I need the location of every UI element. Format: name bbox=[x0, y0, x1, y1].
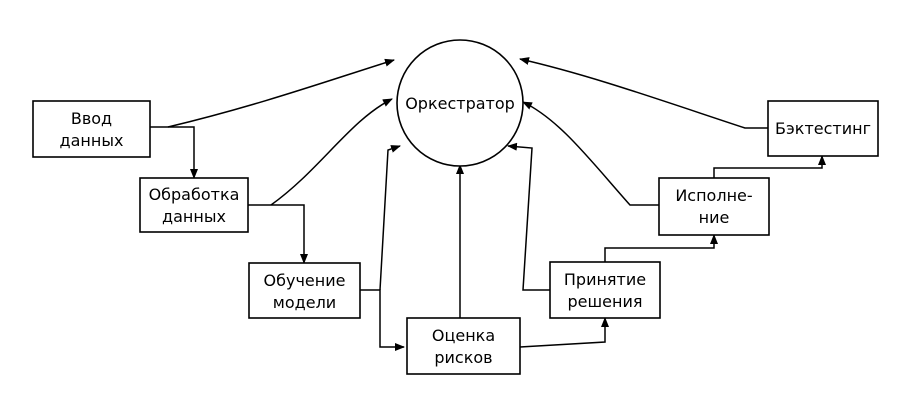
node-execution-box bbox=[658, 177, 770, 236]
edge-input-to-processing bbox=[150, 126, 198, 179]
node-training-label-line-1: Обучение bbox=[264, 271, 346, 290]
node-execution-label-line-2: ние bbox=[699, 208, 730, 227]
edge-execution-to-backtest bbox=[713, 155, 826, 178]
node-execution-label-line-1: Исполне- bbox=[675, 186, 752, 205]
edge-processing-to-training bbox=[248, 204, 308, 264]
edge-training-to-risk bbox=[360, 289, 405, 351]
node-decision: Принятие решения bbox=[549, 261, 661, 319]
edge-decision-to-orchestrator bbox=[507, 142, 550, 291]
node-risk: Оценка рисков bbox=[406, 317, 521, 375]
node-risk-label-line-2: рисков bbox=[434, 348, 492, 367]
node-risk-box bbox=[406, 317, 521, 375]
node-processing: Обработка данных bbox=[139, 177, 249, 233]
node-backtest-box bbox=[767, 100, 879, 157]
node-backtest-label: Бэктестинг bbox=[775, 119, 871, 138]
node-decision-box bbox=[549, 261, 661, 319]
node-backtest: Бэктестинг bbox=[767, 100, 879, 157]
node-input-box bbox=[32, 100, 151, 158]
node-input-label-line-1: Ввод bbox=[71, 109, 112, 128]
node-decision-label-line-1: Принятие bbox=[564, 270, 646, 289]
node-execution: Исполне- ние bbox=[658, 177, 770, 236]
nodes-layer: Оркестратор Ввод данных Обработка данных… bbox=[32, 39, 879, 375]
orchestrator-label: Оркестратор bbox=[405, 94, 515, 113]
edge-execution-to-orchestrator bbox=[522, 101, 659, 206]
node-training: Обучение модели bbox=[248, 262, 361, 319]
node-training-label-line-2: модели bbox=[273, 293, 336, 312]
edge-processing-to-orchestrator bbox=[270, 98, 393, 206]
node-processing-label-line-1: Обработка bbox=[149, 185, 240, 204]
edge-risk-to-decision bbox=[519, 317, 609, 348]
edge-backtest-to-orchestrator bbox=[519, 57, 768, 129]
node-processing-label-line-2: данных bbox=[162, 207, 226, 226]
node-input: Ввод данных bbox=[32, 100, 151, 158]
node-input-label-line-2: данных bbox=[60, 131, 124, 150]
edge-input-to-orchestrator bbox=[167, 58, 395, 128]
node-decision-label-line-2: решения bbox=[568, 292, 643, 311]
node-processing-box bbox=[139, 177, 249, 233]
edges-layer bbox=[150, 57, 826, 351]
edge-decision-to-execution bbox=[604, 234, 718, 262]
edge-training-to-orchestrator bbox=[379, 145, 401, 291]
node-orchestrator: Оркестратор bbox=[396, 39, 524, 167]
node-training-box bbox=[248, 262, 361, 319]
orchestrator-circle bbox=[396, 39, 524, 167]
node-risk-label-line-1: Оценка bbox=[432, 326, 495, 345]
